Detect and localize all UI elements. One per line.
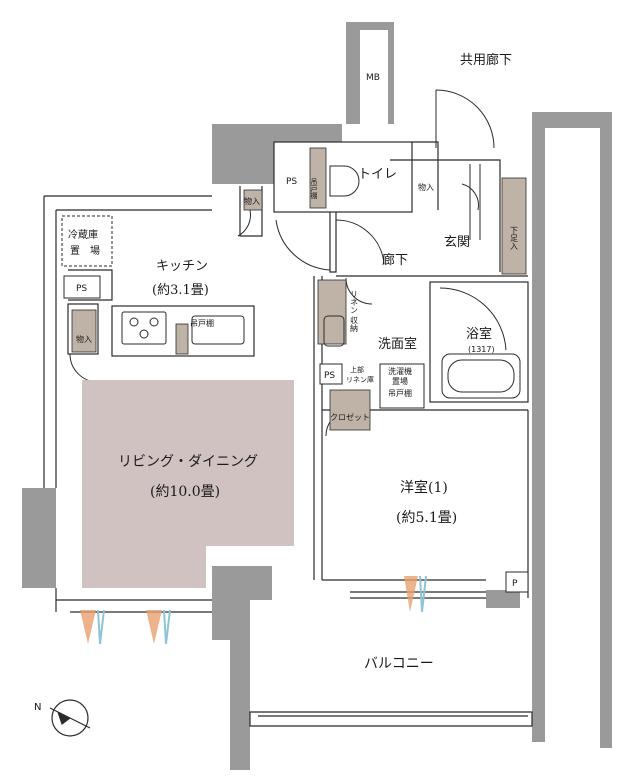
kitchen-label: キッチン (156, 259, 208, 274)
toilet-cabinet-fill (309, 147, 327, 209)
upper-linen-label-1: 上部 (350, 365, 364, 374)
storage-left-fill (71, 309, 97, 353)
toilet-label: トイレ (358, 167, 397, 182)
balcony-label: バルコニー (364, 656, 434, 672)
linen-vertical-label-2: リネン (350, 290, 359, 314)
storage-fills (71, 147, 527, 431)
mb-wall-top (360, 22, 394, 30)
sink-icon (191, 315, 245, 345)
vent-icon-1 (80, 610, 96, 644)
column-top-mid (274, 124, 342, 142)
bathroom-label: 浴室 (466, 326, 492, 342)
mb-wall-right (388, 28, 394, 124)
left-wall-lower (22, 488, 56, 588)
storage-kitchen-fill (243, 189, 263, 211)
hanging-wash-label: 吊戸棚 (388, 388, 412, 398)
p-mark-label: P (512, 579, 518, 589)
living-area-label: (約10.0畳) (150, 484, 220, 500)
right-exterior-wall (532, 112, 612, 748)
lower-left-wall (212, 566, 272, 770)
hanging-kitchen-label: 吊戸棚 (190, 318, 214, 328)
stove-icon (121, 311, 167, 345)
bedroom-area-label: (約5.1畳) (396, 510, 457, 526)
compass-needle-icon (49, 707, 91, 729)
linen-vertical-label: 収納 (350, 315, 359, 333)
laundry-icon (379, 363, 425, 409)
mb-wall-left (346, 22, 360, 124)
shoe-cabinet-fill (501, 177, 527, 275)
storage-entrance-label: 物入 (418, 182, 434, 192)
vent-icon-4 (163, 609, 171, 645)
structural-walls (22, 22, 612, 770)
ps-wash-label: PS (324, 371, 335, 381)
fridge-label-2: 置 場 (70, 244, 100, 257)
common-corridor-label: 共用廊下 (460, 52, 512, 68)
storage-kitchen-label: 物入 (244, 196, 260, 206)
storage-left-label: 物入 (76, 334, 92, 344)
washbasin-icon (323, 315, 345, 347)
room-labels: 共用廊下 MB PS トイレ 吊戸棚 物入 下足入 玄関 物入 冷蔵庫 置 場 … (68, 52, 519, 672)
mb-label: MB (366, 73, 380, 83)
corridor-label: 廊下 (382, 252, 408, 268)
hanging-kitchen-fill (175, 323, 189, 355)
vent-icon-5 (404, 576, 418, 612)
upper-linen-label-2: リネン庫 (346, 375, 374, 384)
fridge-label-1: 冷蔵庫 (68, 228, 98, 241)
linen-fill (317, 279, 347, 345)
kitchen-area-label: (約3.1畳) (152, 283, 209, 298)
outline-walls (43, 141, 533, 727)
vent-icon-3 (146, 610, 162, 644)
washroom-label: 洗面室 (378, 336, 417, 352)
living-dining-floor (82, 380, 294, 588)
compass: N (34, 699, 91, 737)
vent-marks (80, 575, 427, 645)
column-bottom-right (486, 590, 520, 608)
closet-label: クロゼット (330, 412, 370, 422)
p-box (505, 571, 529, 593)
toilet-icon (329, 165, 360, 197)
laundry-label-1: 洗濯機 (388, 366, 412, 376)
hanging-toilet-label: 吊戸棚 (310, 178, 318, 200)
ps-box-kitchen (63, 275, 101, 299)
shoe-cabinet-label: 下足入 (510, 226, 519, 250)
compass-n-label: N (34, 702, 41, 713)
entrance-label: 玄関 (444, 235, 470, 250)
bath-size-label: (1317) (468, 345, 495, 354)
bathtub-icon (441, 353, 521, 399)
living-label: リビング・ダイニング (118, 454, 258, 470)
closet-fill (329, 389, 371, 431)
bedroom-label: 洋室(1) (400, 479, 448, 496)
ps-toilet-label: PS (286, 177, 297, 187)
laundry-label-2: 置場 (392, 376, 408, 386)
vent-icon-6 (419, 575, 427, 613)
ps-box-wash (319, 363, 343, 385)
fridge-space (61, 215, 113, 267)
ps-kitchen-label: PS (76, 284, 87, 294)
column-top-left (212, 124, 274, 184)
vent-icon-2 (97, 609, 105, 645)
